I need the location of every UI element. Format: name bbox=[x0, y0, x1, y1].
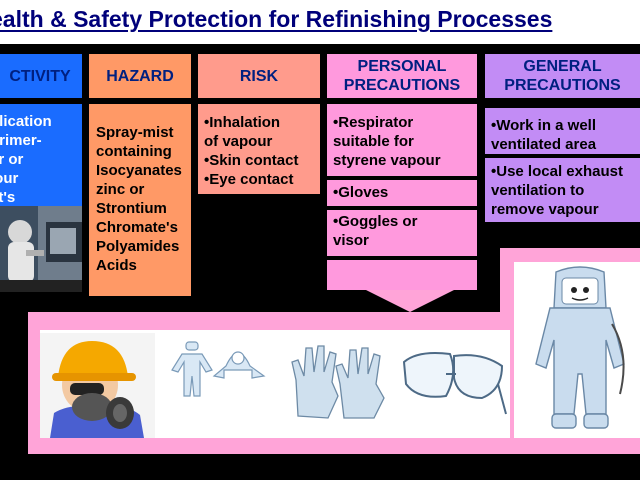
activity-text: plication primer- er or lour at's bbox=[0, 113, 52, 206]
header-risk-label: RISK bbox=[239, 67, 279, 85]
coverall-suit-icon bbox=[168, 340, 268, 400]
personal-goggles-cell: •Goggles or visor bbox=[327, 210, 477, 256]
header-risk: RISK bbox=[198, 54, 320, 98]
header-general-precautions: GENERAL PRECAUTIONS bbox=[485, 54, 640, 98]
header-activity: CTIVITY bbox=[0, 54, 82, 98]
ventilated-text: •Work in a well ventilated area bbox=[491, 117, 597, 153]
respirator-text: •Respirator suitable for styrene vapour bbox=[333, 114, 441, 169]
exhaust-text: •Use local exhaust ventilation to remove… bbox=[491, 163, 623, 218]
full-protective-suit-icon bbox=[526, 264, 634, 436]
gloves-text: •Gloves bbox=[333, 184, 389, 201]
general-ventilation-cell: •Work in a well ventilated area bbox=[485, 108, 640, 154]
title-bar: ealth & Safety Protection for Refinishin… bbox=[0, 0, 640, 44]
risk-cell: •Inhalation of vapour •Skin contact •Eye… bbox=[198, 104, 320, 194]
down-arrow-icon bbox=[366, 290, 454, 312]
header-personal-precautions: PERSONAL PRECAUTIONS bbox=[327, 54, 477, 98]
hazard-text: Spray-mist containing Isocyanates zinc o… bbox=[96, 124, 182, 274]
gloves-icon bbox=[290, 340, 390, 420]
header-hazard-label: HAZARD bbox=[106, 67, 174, 85]
general-exhaust-cell: •Use local exhaust ventilation to remove… bbox=[485, 158, 640, 222]
goggles-icon bbox=[398, 344, 508, 420]
header-general-label: GENERAL PRECAUTIONS bbox=[504, 58, 621, 94]
worker-respirator-icon bbox=[40, 333, 155, 438]
goggles-text: •Goggles or visor bbox=[333, 213, 418, 249]
personal-gloves-cell: •Gloves bbox=[327, 180, 477, 206]
spray-painting-photo bbox=[0, 206, 82, 292]
personal-empty-cell bbox=[327, 260, 477, 290]
page-title: ealth & Safety Protection for Refinishin… bbox=[0, 6, 553, 32]
hazard-cell: Spray-mist containing Isocyanates zinc o… bbox=[89, 104, 191, 296]
header-hazard: HAZARD bbox=[89, 54, 191, 98]
header-activity-label: CTIVITY bbox=[9, 67, 71, 85]
risk-text: •Inhalation of vapour •Skin contact •Eye… bbox=[204, 114, 299, 188]
personal-respirator-cell: •Respirator suitable for styrene vapour bbox=[327, 104, 477, 176]
header-personal-label: PERSONAL PRECAUTIONS bbox=[343, 58, 461, 94]
